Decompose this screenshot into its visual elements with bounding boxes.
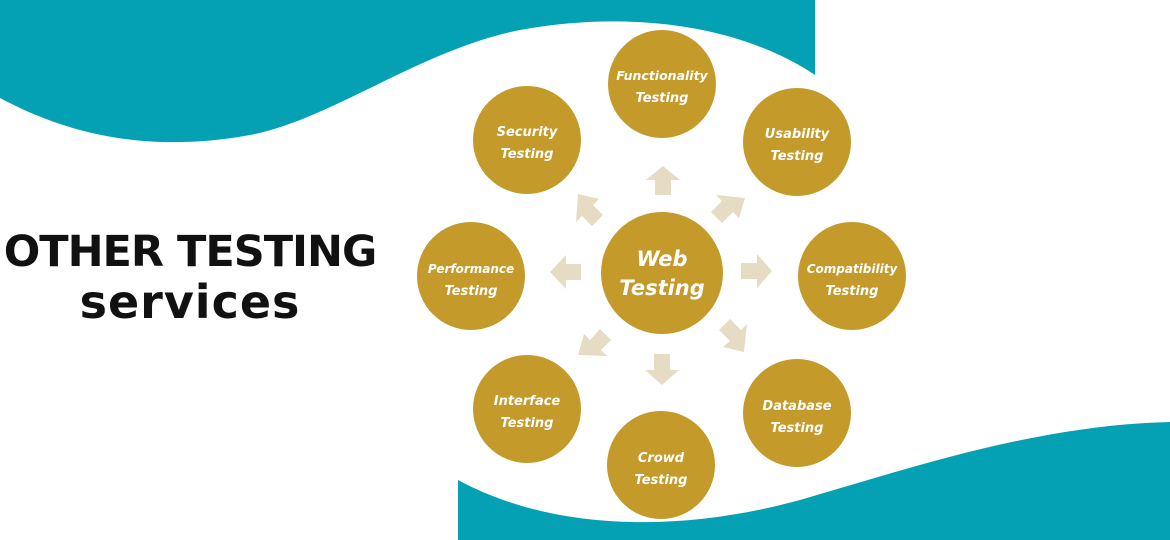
node-compatibility-testing: Compatibility Testing xyxy=(798,222,906,330)
arrow-right xyxy=(741,254,772,288)
node-crowd-line-2: Testing xyxy=(635,473,688,488)
arrow-down-right xyxy=(719,319,747,352)
top-teal-wave xyxy=(0,0,815,143)
node-performance-testing: Performance Testing xyxy=(417,222,525,330)
node-usability-testing: Usability Testing xyxy=(743,88,851,196)
arrow-up xyxy=(646,166,680,195)
headline-line-2: services xyxy=(79,275,301,329)
center-node-line-1: Web xyxy=(636,247,687,271)
node-database-line-2: Testing xyxy=(771,421,824,436)
node-security-line-1: Security xyxy=(497,125,558,140)
center-node-web-testing: Web Testing xyxy=(601,212,723,334)
node-compatibility-line-1: Compatibility xyxy=(807,262,899,276)
node-performance-line-2: Testing xyxy=(445,284,498,299)
node-compatibility-line-2: Testing xyxy=(826,284,879,299)
center-node-line-2: Testing xyxy=(619,276,705,300)
arrow-down xyxy=(645,354,679,385)
node-security-line-2: Testing xyxy=(501,147,554,162)
arrows xyxy=(550,166,772,385)
node-interface-testing: Interface Testing xyxy=(473,355,581,463)
bottom-teal-wave xyxy=(458,422,1170,540)
arrow-down-left xyxy=(578,329,611,356)
node-usability-line-2: Testing xyxy=(771,149,824,164)
arrow-up-right xyxy=(711,195,745,223)
node-functionality-testing: Functionality Testing xyxy=(608,30,716,138)
node-database-line-1: Database xyxy=(762,399,831,414)
node-interface-line-2: Testing xyxy=(501,416,554,431)
node-functionality-line-2: Testing xyxy=(636,91,689,106)
node-database-testing: Database Testing xyxy=(743,359,851,467)
node-crowd-line-1: Crowd xyxy=(638,451,685,466)
node-functionality-line-1: Functionality xyxy=(616,68,708,83)
node-interface-line-1: Interface xyxy=(494,394,561,409)
arrow-up-left xyxy=(576,194,603,226)
node-security-testing: Security Testing xyxy=(473,86,581,194)
arrow-left xyxy=(550,255,581,289)
node-performance-line-1: Performance xyxy=(428,262,514,276)
headline: OTHER TESTING services xyxy=(0,228,380,328)
headline-line-1: OTHER TESTING xyxy=(3,227,378,277)
node-crowd-testing: Crowd Testing xyxy=(607,411,715,519)
node-usability-line-1: Usability xyxy=(765,127,830,142)
